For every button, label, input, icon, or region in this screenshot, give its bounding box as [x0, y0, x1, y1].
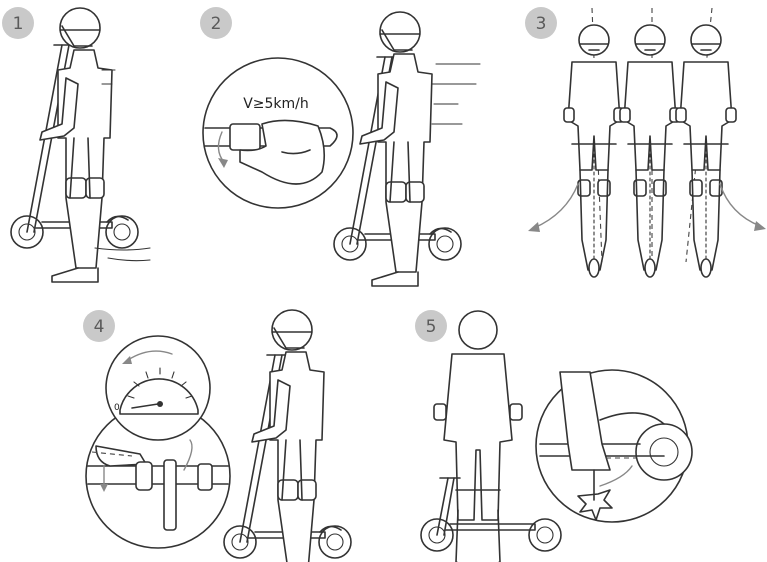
step-1-panel: 1: [2, 7, 150, 282]
throttle-detail-circle: V≥5km/h: [203, 58, 353, 208]
step-badge-3: 3: [525, 7, 557, 39]
rider-illustration: [360, 12, 432, 286]
step-badge-5: 5: [415, 310, 447, 342]
rider-upright: [620, 25, 680, 277]
step-5-panel: 5: [415, 310, 692, 562]
step-badge-1: 1: [2, 7, 34, 39]
turn-left-arrow: [534, 184, 578, 228]
rear-brake-detail-circle: [536, 370, 692, 522]
step-number-1: 1: [13, 14, 24, 34]
step-2-panel: 2 V≥5km/h: [200, 7, 480, 286]
speed-threshold-label: V≥5km/h: [243, 96, 309, 112]
step-number-4: 4: [94, 317, 105, 337]
push-motion-lines: [95, 248, 150, 261]
rider-lean-left: [564, 25, 624, 277]
step-3-panel: 3: [525, 7, 766, 277]
step-number-2: 2: [211, 14, 222, 34]
step-badge-2: 2: [200, 7, 232, 39]
step-badge-4: 4: [83, 310, 115, 342]
motion-lines: [432, 64, 480, 124]
step-4-panel: 4 0: [83, 310, 351, 562]
rider-illustration: [252, 310, 324, 562]
speedometer-detail-circle: 0: [106, 336, 210, 440]
rider-lean-right: [676, 25, 736, 277]
speed-gauge-zero: 0: [114, 403, 120, 413]
turn-right-arrow: [720, 184, 760, 226]
step-number-3: 3: [536, 14, 547, 34]
step-number-5: 5: [426, 317, 437, 337]
